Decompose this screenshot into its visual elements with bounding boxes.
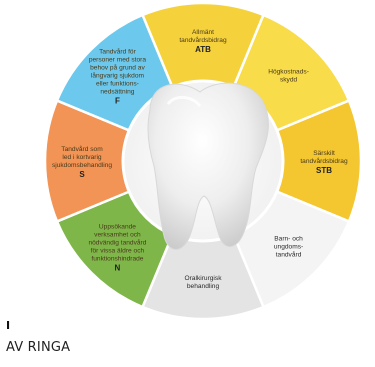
segment-f-label-line: Tandvård för [99, 47, 136, 55]
segment-stb-code: STB [316, 166, 332, 175]
segment-n-label-line: nödvändig tandvård [88, 239, 146, 247]
caption-text: AV RINGA [6, 340, 70, 355]
segment-atb-label-line: Allmänt [192, 29, 214, 36]
segment-f-label-line: nedsättning [100, 88, 134, 95]
segment-n-label-line: Uppsökande [99, 224, 136, 231]
segment-n-label-line: verksamhet och [94, 232, 141, 239]
segment-s-code: S [79, 170, 85, 179]
segment-f-label-line: personer med stora [89, 56, 147, 63]
segment-s-label-line: led i kortvarig [62, 154, 102, 161]
segment-n-label-line: funktionshindrade [91, 256, 143, 263]
segment-s-label-line: Tandvård som [61, 145, 103, 153]
segment-s-label-line: sjukdomsbehandling [52, 162, 112, 169]
segment-n-code: N [115, 264, 121, 273]
segment-oral-label-line: Oralkirurgisk [184, 275, 222, 282]
segment-atb-code: ATB [195, 45, 211, 54]
segment-stb-label-line: Särskilt [313, 150, 335, 157]
segment-barn-label-line: ungdoms- [274, 244, 303, 251]
segment-hogkostnad-label-line: skydd [280, 76, 298, 83]
segment-n-label-line: för vissa äldre och [91, 248, 145, 255]
caption-mark: I [6, 319, 10, 332]
segment-f-label-line: eller funktions- [96, 80, 139, 87]
segment-barn-label-line: tandvård [276, 251, 302, 259]
segment-hogkostnad-label-line: Högkostnads- [268, 68, 309, 75]
segment-oral-label-line: behandling [187, 283, 220, 290]
segment-f-label-line: långvarig sjukdom [91, 71, 145, 79]
segment-barn-label-line: Barn- och [274, 236, 303, 243]
segment-stb-label-line: tandvårdsbidrag [300, 157, 348, 165]
dental-care-wheel: AllmänttandvårdsbidragATBHögkostnads-sky… [0, 0, 375, 322]
segment-atb-label-line: tandvårdsbidrag [179, 36, 227, 44]
segment-f-code: F [115, 96, 120, 105]
segment-f-label-line: behov på grund av [90, 63, 145, 71]
